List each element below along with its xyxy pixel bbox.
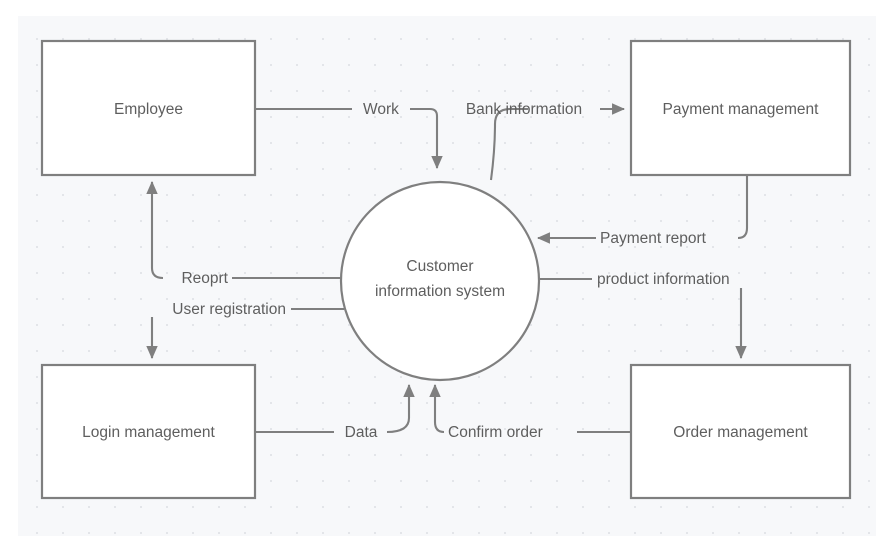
node-customer-information-system-label-line2: information system <box>375 283 505 300</box>
node-customer-information-system-label-line1: Customer <box>406 258 473 275</box>
node-customer-information-system[interactable]: Customer information system <box>339 180 541 382</box>
flow-work[interactable]: Work <box>255 101 443 170</box>
node-login-management-shape[interactable] <box>40 363 257 500</box>
flow-bank-information-line[interactable] <box>489 107 528 181</box>
flow-label-confirm-order: Confirm order <box>448 424 543 441</box>
flow-data[interactable]: Data <box>255 383 415 441</box>
node-payment-management[interactable]: Payment management <box>629 39 852 177</box>
flow-product-information[interactable]: product information <box>540 271 747 360</box>
flow-bank-information[interactable]: Bank information <box>466 101 626 181</box>
node-employee-shape[interactable] <box>40 39 257 177</box>
flow-data-line-2[interactable] <box>386 383 415 434</box>
flow-label-bank-information: Bank information <box>466 101 582 118</box>
flow-label-work: Work <box>363 101 399 118</box>
flow-label-reoprt: Reoprt <box>181 270 228 287</box>
flow-user-registration[interactable]: User registration <box>146 301 344 360</box>
node-payment-management-label: Payment management <box>663 101 820 118</box>
flow-payment-report[interactable]: Payment report <box>536 175 749 247</box>
node-customer-information-system-shape[interactable] <box>339 180 541 382</box>
flow-label-user-registration: User registration <box>172 301 286 318</box>
flow-work-line-2[interactable] <box>410 107 443 170</box>
flow-label-payment-report: Payment report <box>600 230 707 247</box>
flow-confirm-order-line-2[interactable] <box>429 383 445 434</box>
node-login-management[interactable]: Login management <box>40 363 257 500</box>
flow-label-product-information: product information <box>597 271 730 288</box>
flow-label-data: Data <box>345 424 378 441</box>
node-order-management-label: Order management <box>673 424 808 441</box>
flow-confirm-order[interactable]: Confirm order <box>429 383 631 441</box>
node-login-management-label: Login management <box>82 424 215 441</box>
flow-payment-report-line[interactable] <box>737 175 749 240</box>
node-order-management-shape[interactable] <box>629 363 852 500</box>
flow-reoprt-line-2[interactable] <box>146 180 164 280</box>
node-employee[interactable]: Employee <box>40 39 257 177</box>
node-order-management[interactable]: Order management <box>629 363 852 500</box>
node-payment-management-shape[interactable] <box>629 39 852 177</box>
node-employee-label: Employee <box>114 101 183 118</box>
flow-reoprt[interactable]: Reoprt <box>146 180 340 287</box>
